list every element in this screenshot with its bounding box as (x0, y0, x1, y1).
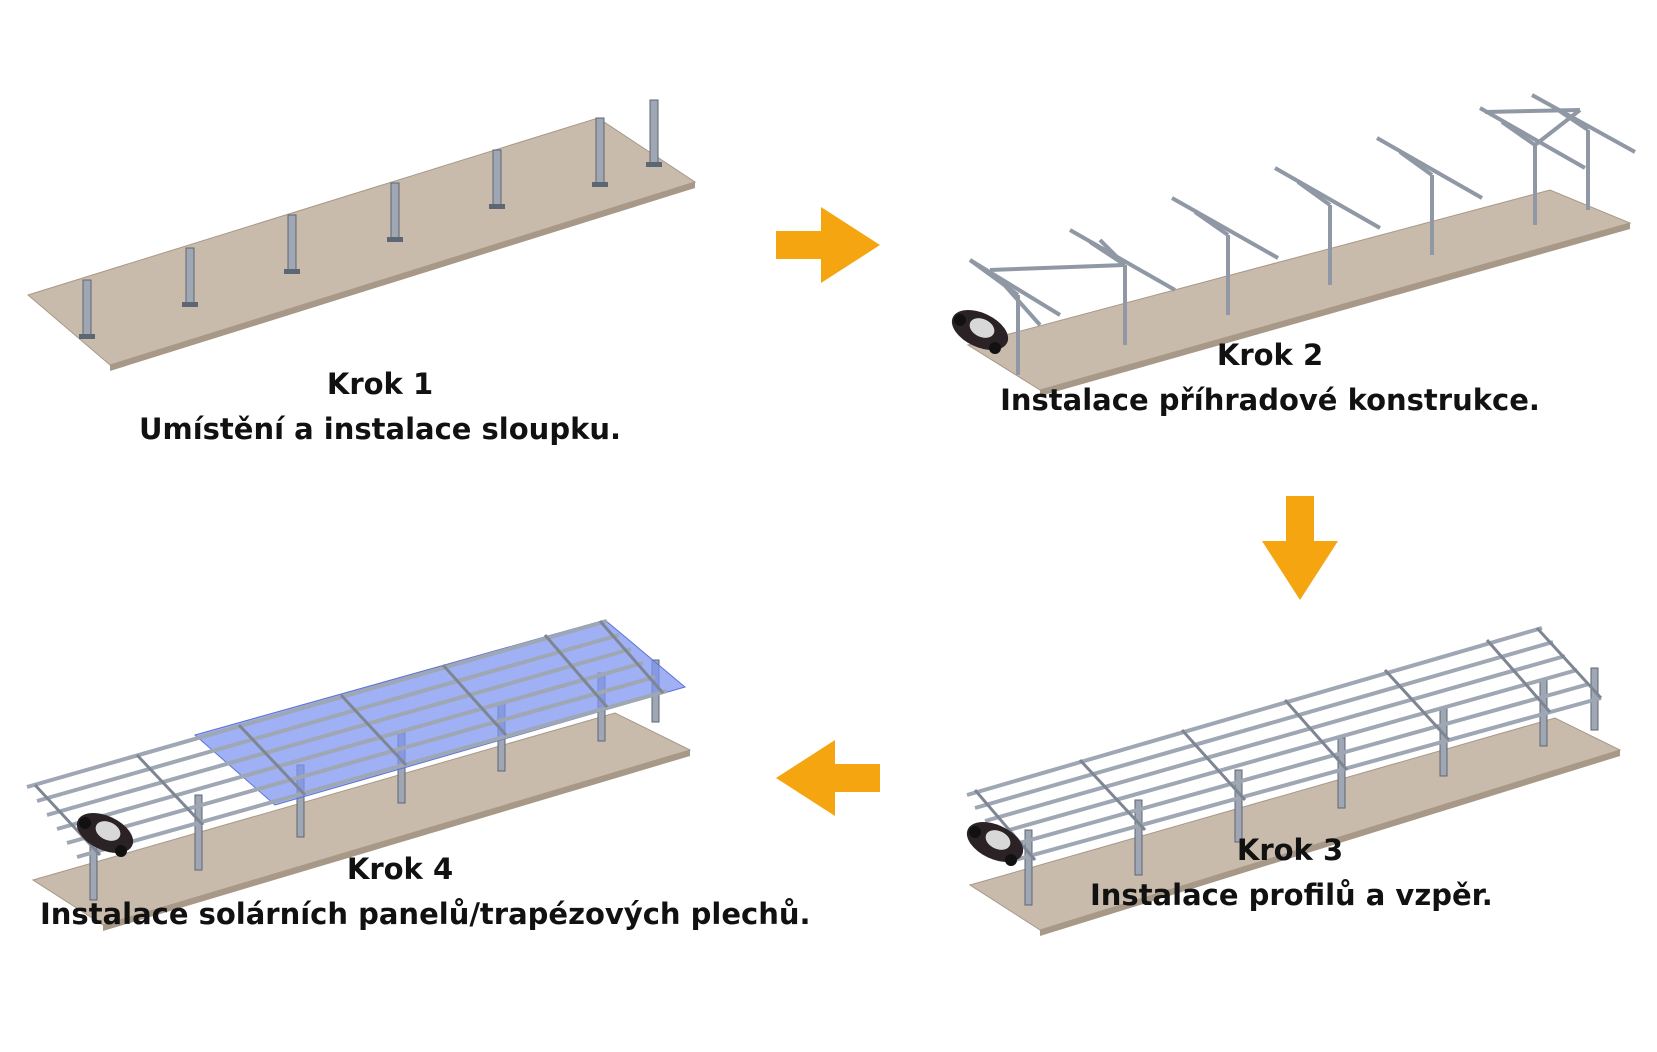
step-4-illustration (25, 615, 705, 935)
post (489, 149, 505, 209)
car-icon (76, 813, 134, 857)
purlins (26, 619, 668, 859)
step-description: Instalace solárních panelů/trapézových p… (40, 897, 811, 931)
step-4-caption: Krok 4 Instalace solárních panelů/trapéz… (40, 847, 811, 937)
step-2-caption: Krok 2 Instalace příhradové konstrukce. (990, 333, 1550, 423)
step-description: Instalace příhradové konstrukce. (1000, 383, 1540, 417)
step-title: Krok 3 (1236, 833, 1344, 867)
post (592, 117, 608, 187)
step-2-illustration (940, 90, 1636, 410)
step-description: Umístění a instalace sloupku. (138, 412, 622, 446)
truss-unit (1171, 196, 1279, 315)
solar-panel-array (193, 619, 687, 806)
ground-slab-edge (110, 182, 695, 371)
car-icon (951, 310, 1009, 354)
solar-panels-diagram (26, 619, 692, 931)
ground-slab-edge (103, 750, 690, 931)
step-title: Krok 1 (326, 367, 434, 401)
ground-slab (26, 117, 697, 366)
truss-unit (989, 228, 1176, 345)
car-icon (966, 822, 1024, 866)
post (79, 279, 95, 339)
purlins (966, 626, 1602, 862)
step-description: Instalace profilů a vzpěr. (1090, 878, 1493, 912)
step-1-caption: Krok 1 Umístění a instalace sloupku. (130, 362, 630, 452)
truss-diagram (951, 93, 1636, 396)
step-title: Krok 4 (346, 852, 454, 886)
ground-slab-edge (1040, 223, 1630, 396)
rafters (33, 620, 665, 857)
arrow-right-icon (776, 207, 880, 283)
arrow-left-icon (776, 740, 880, 816)
step-3-illustration (965, 620, 1625, 940)
post (182, 247, 198, 307)
truss-unit (968, 258, 1062, 375)
step-title: Krok 2 (1216, 338, 1324, 372)
post (646, 99, 662, 167)
arrow-down-icon (1262, 496, 1338, 600)
post (284, 214, 300, 274)
truss-unit (1376, 136, 1483, 255)
posts-diagram (26, 99, 697, 371)
ground-slab-edge (1040, 750, 1620, 936)
step-3-caption: Krok 3 Instalace profilů a vzpěr. (1090, 828, 1493, 918)
step-1-illustration (0, 0, 720, 380)
truss-unit (1531, 93, 1636, 210)
post (387, 182, 403, 242)
purlins-diagram (966, 626, 1622, 936)
truss-unit (1274, 166, 1381, 285)
rafters (973, 626, 1603, 861)
